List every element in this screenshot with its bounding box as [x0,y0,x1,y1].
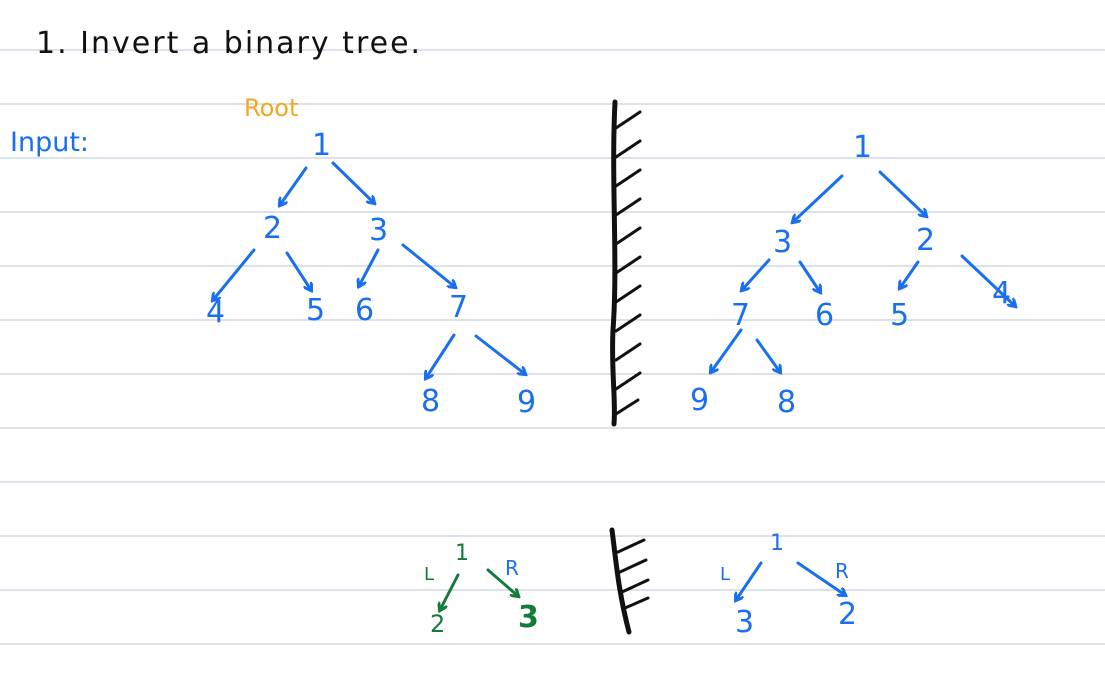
node-3: 3 [369,213,388,248]
node-8: 8 [421,384,440,419]
root-label: Root [244,94,298,122]
right-label: R [835,559,849,583]
edge-1-2 [796,561,845,595]
node-5: 5 [890,298,909,333]
input-tree-edges [213,161,525,378]
mirror-bottom [609,527,650,635]
edge-1-2 [878,170,926,216]
node-3: 3 [735,605,754,640]
edge-7-9 [711,328,743,372]
edge-7-8 [755,338,780,372]
small-example-edges [440,568,518,610]
mirror-top [610,99,642,427]
edge-3-6 [359,248,380,286]
edge-7-9 [474,334,525,374]
edge-1-3 [793,174,844,222]
node-7: 7 [449,290,468,325]
edge-3-7 [742,258,771,290]
edge-1-3 [486,568,518,596]
node-3: 3 [518,600,539,635]
node-9: 9 [690,383,709,418]
edge-2-4 [960,254,1015,306]
node-9: 9 [517,385,536,420]
edge-1-2 [280,166,308,205]
inverted-tree: 1 3 2 7 6 5 4 9 8 [690,130,1015,420]
node-2: 2 [430,610,445,638]
ruled-lines [0,49,1105,645]
node-8: 8 [777,385,796,420]
edge-2-5 [285,251,311,290]
heading: 1. Invert a binary tree. [36,26,422,61]
edge-2-5 [900,260,920,288]
small-example-tree: 1 L R 2 3 [424,541,539,638]
edge-3-7 [401,243,455,287]
small-inverted-tree: 1 L R 3 2 [720,531,857,640]
left-label: L [424,564,434,585]
edge-2-4 [213,248,256,300]
node-2: 2 [838,597,857,632]
node-5: 5 [306,293,325,328]
edge-1-2 [440,573,460,610]
node-3: 3 [773,225,792,260]
left-label: L [720,564,730,585]
edge-3-6 [798,260,820,292]
input-label: Input: [10,127,89,158]
node-4: 4 [206,295,225,330]
small-inverted-edges [736,561,845,600]
node-7: 7 [731,298,750,333]
inverted-tree-edges [711,170,1015,372]
node-2: 2 [916,223,935,258]
right-label: R [505,556,519,580]
node-4: 4 [992,276,1011,311]
node-1: 1 [312,128,331,163]
node-1: 1 [770,531,784,556]
node-1: 1 [455,541,469,566]
node-6: 6 [815,298,834,333]
node-1: 1 [853,130,872,165]
edge-7-8 [426,333,456,378]
edge-1-3 [331,161,374,203]
node-2: 2 [263,211,282,246]
node-6: 6 [355,293,374,328]
input-tree: 1 2 3 4 5 6 7 8 9 [206,128,536,420]
edge-1-3 [736,561,763,600]
